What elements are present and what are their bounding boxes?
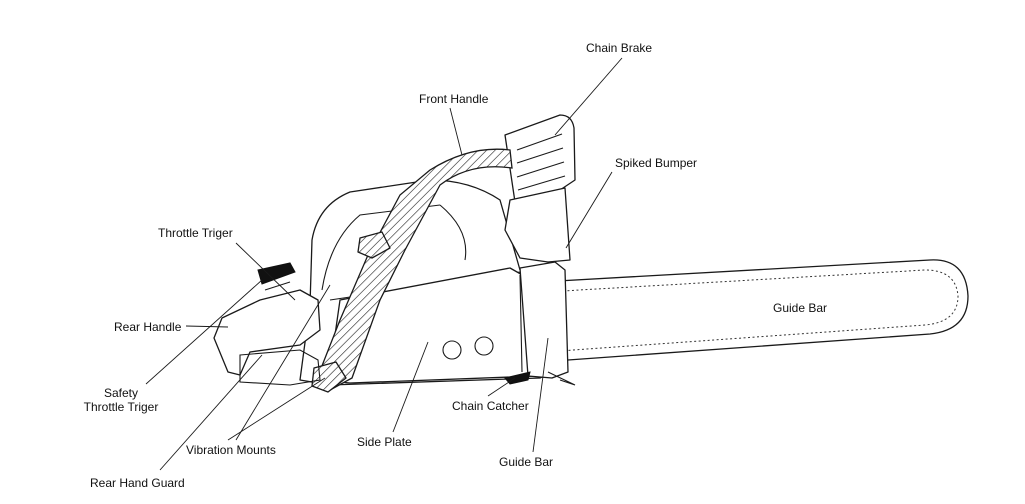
front-handle	[311, 148, 513, 393]
label-chain-brake: Chain Brake	[586, 41, 653, 55]
label-guide-bar-bottom: Guide Bar	[499, 455, 554, 469]
label-rear-handle: Rear Handle	[114, 320, 182, 334]
label-safety-line1: Safety	[103, 386, 139, 400]
label-throttle-trigger: Throttle Triger	[158, 226, 233, 240]
leader-lines	[145, 57, 623, 471]
label-side-plate: Side Plate	[357, 435, 412, 449]
label-chain-catcher: Chain Catcher	[452, 399, 529, 413]
throttle-trigger-shape	[257, 262, 296, 285]
label-vibration-mounts: Vibration Mounts	[186, 443, 276, 457]
rear-handle	[213, 262, 321, 386]
label-rear-hand-guard: Rear Hand Guard	[90, 476, 185, 490]
label-guide-bar-right: Guide Bar	[773, 301, 828, 315]
label-front-handle: Front Handle	[419, 92, 489, 106]
label-safety-throttle-trigger: Safety Throttle Triger	[81, 386, 161, 414]
guide-bar	[539, 259, 969, 363]
chain-brake	[504, 114, 576, 263]
label-spiked-bumper: Spiked Bumper	[615, 156, 698, 170]
label-safety-line2: Throttle Triger	[83, 400, 159, 414]
